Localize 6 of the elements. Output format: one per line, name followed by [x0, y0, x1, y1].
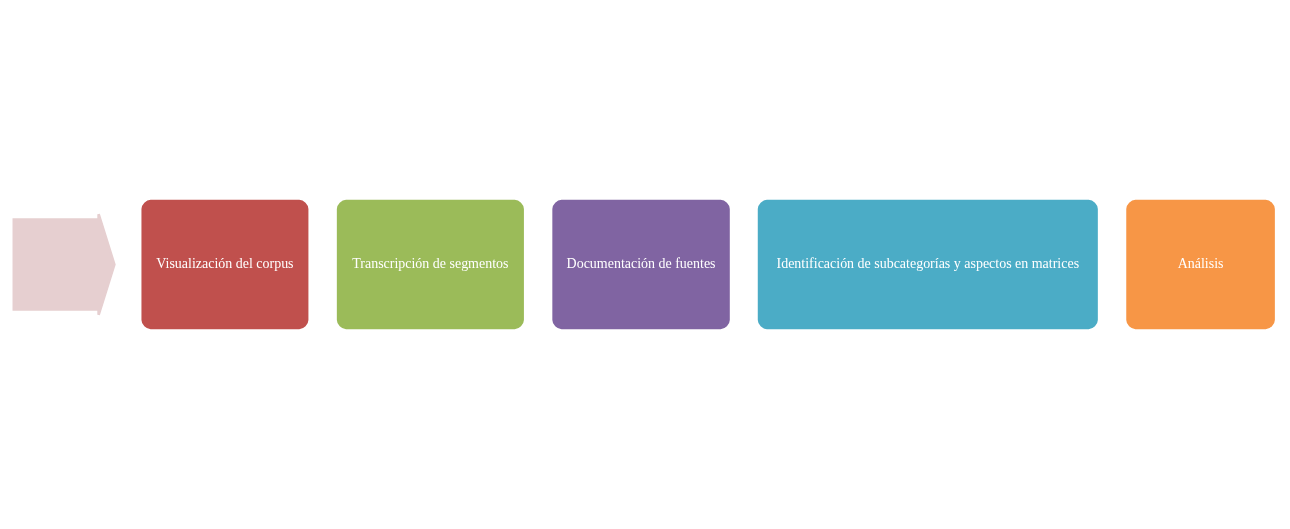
node-box: Transcripción de segmentos — [334, 197, 527, 332]
node-box: Análisis — [1123, 197, 1278, 332]
node-box: Documentación de fuentes — [549, 197, 733, 332]
node-arrow — [12, 212, 116, 317]
node-box: Visualización del corpus — [138, 197, 312, 332]
node-box: Identificación de subcategorías y aspectos en matrices — [755, 197, 1101, 332]
